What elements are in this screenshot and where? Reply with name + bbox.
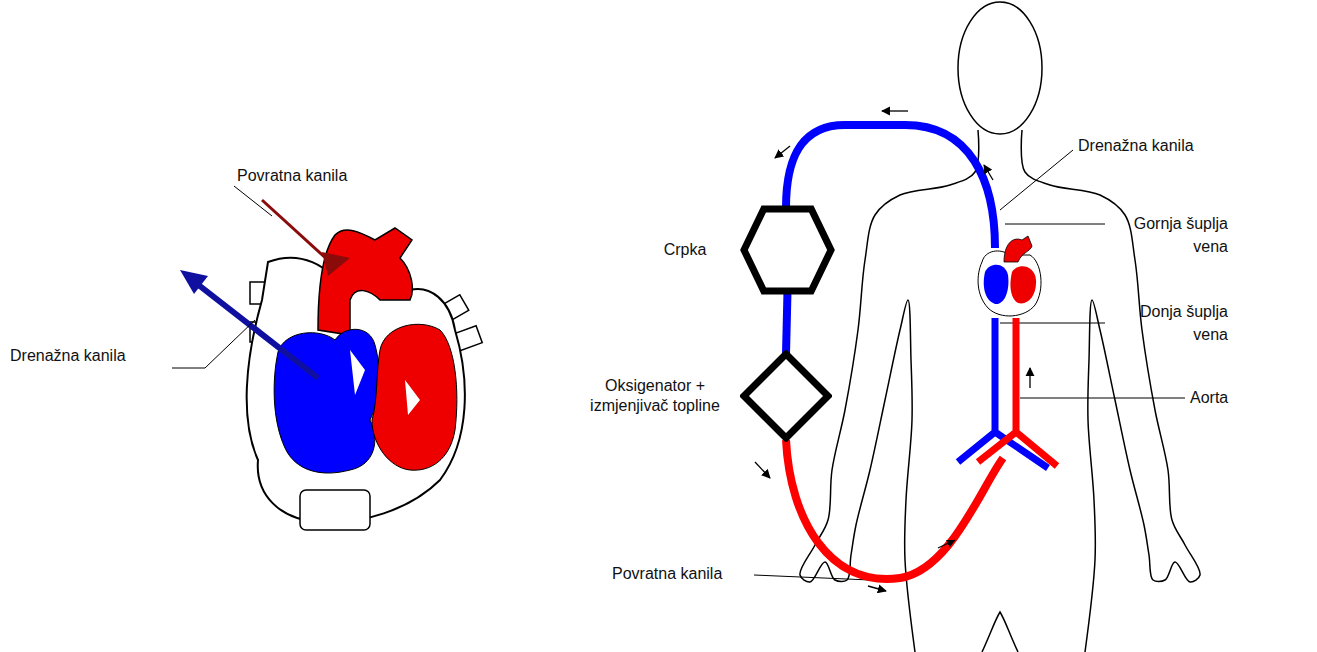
flow-arrows [755, 111, 1030, 591]
return-tube [786, 440, 1003, 579]
tube-connector [786, 291, 788, 354]
node-label: Crpka [640, 240, 730, 260]
aorta-line [978, 318, 1057, 466]
body-head [958, 2, 1042, 134]
cannula-label: Povratna kanila [237, 164, 347, 187]
leader-lines [172, 150, 1185, 580]
node-label: Oksigenator + izmjenjivač topline [580, 376, 730, 416]
body-heart [978, 236, 1041, 316]
body-legs [982, 612, 1018, 652]
diamond-outline [740, 350, 832, 442]
vessel-label: Donja šuplja vena [1110, 300, 1228, 346]
pump-hexagon: Crpka [600, 205, 835, 295]
vessel-label: Aorta [1190, 386, 1228, 409]
heart-illustration [180, 200, 482, 530]
hexagon-outline [740, 205, 835, 295]
cannula-label: Drenažna kanila [1078, 134, 1194, 157]
cannula-label: Povratna kanila [612, 562, 722, 585]
cannula-label: Drenažna kanila [10, 344, 126, 367]
oxygenator-diamond: Oksigenator + izmjenjivač topline [580, 350, 835, 442]
vessel-label: Gornja šuplja vena [1110, 212, 1228, 258]
